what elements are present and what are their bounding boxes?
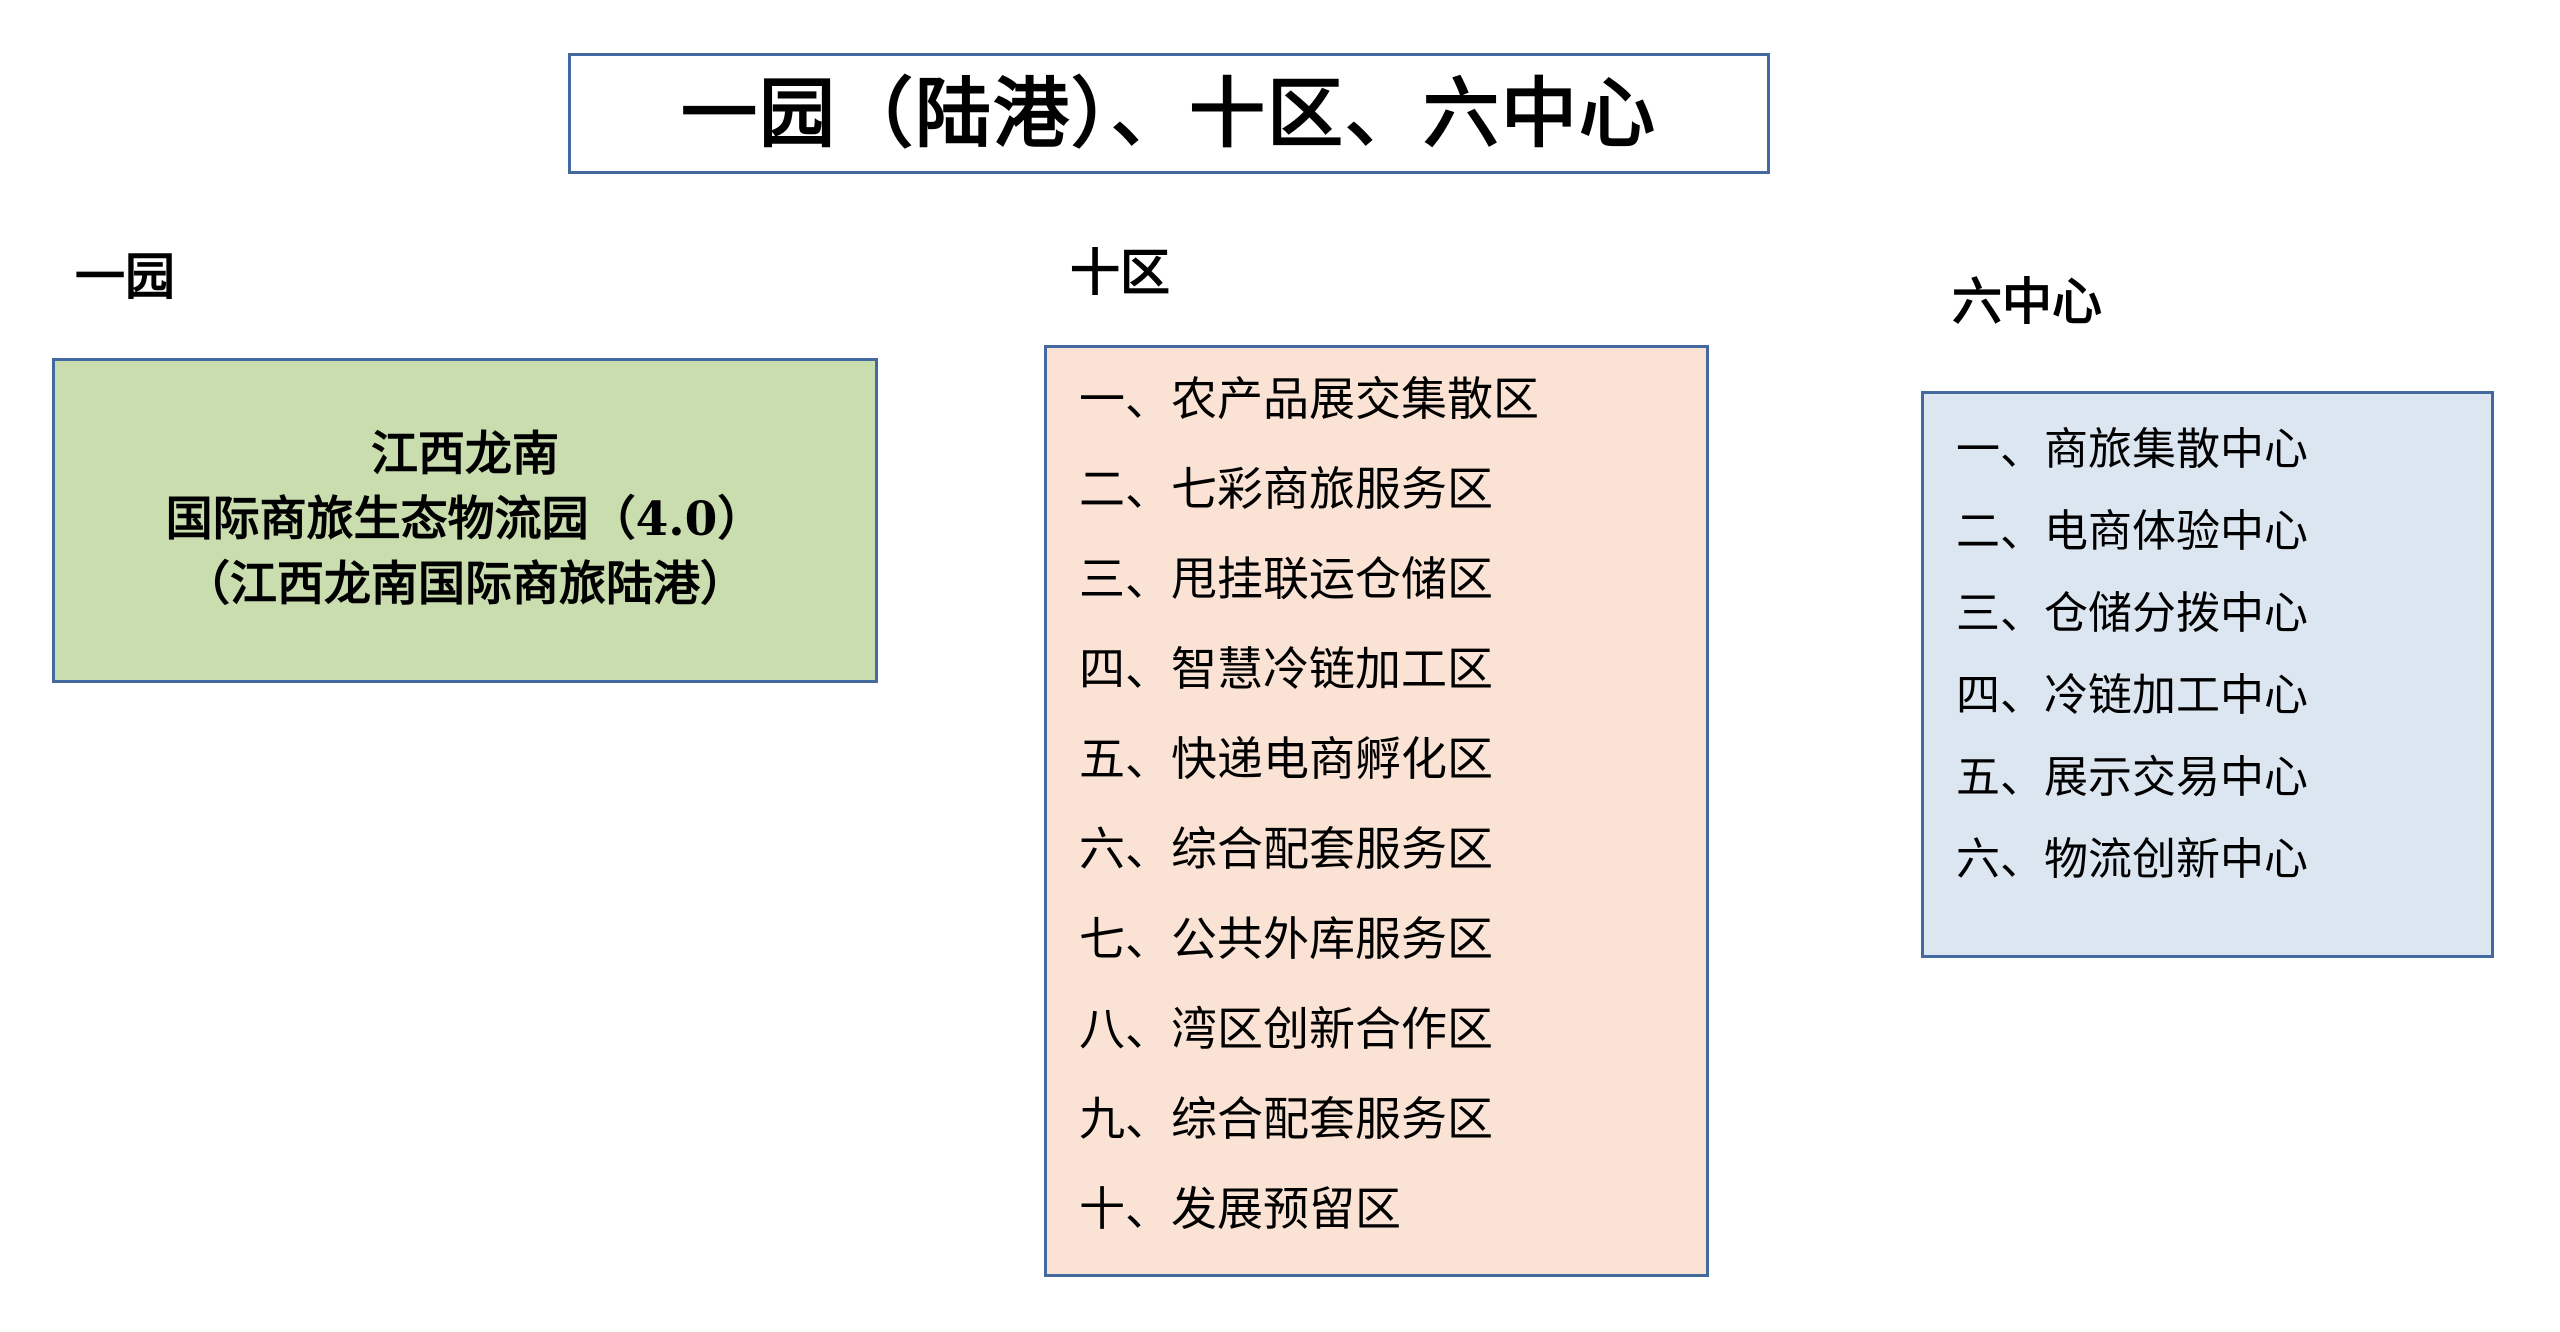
page-title: 一园（陆港）、十区、六中心 xyxy=(681,68,1657,158)
list-item: 一、商旅集散中心 xyxy=(1956,424,2308,475)
section-header-centers: 六中心 xyxy=(1952,272,2102,331)
list-item: 八、湾区创新合作区 xyxy=(1079,1002,1493,1056)
list-item: 十、发展预留区 xyxy=(1079,1182,1401,1236)
list-item: 九、综合配套服务区 xyxy=(1079,1092,1493,1146)
list-item: 二、七彩商旅服务区 xyxy=(1079,462,1493,516)
zones-panel: 一、农产品展交集散区 二、七彩商旅服务区 三、甩挂联运仓储区 四、智慧冷链加工区… xyxy=(1044,345,1709,1277)
list-item: 二、电商体验中心 xyxy=(1956,506,2308,557)
park-line-1: 江西龙南 xyxy=(371,427,559,483)
list-item: 四、智慧冷链加工区 xyxy=(1079,642,1493,696)
list-item: 三、甩挂联运仓储区 xyxy=(1079,552,1493,606)
list-item: 五、展示交易中心 xyxy=(1956,752,2308,803)
section-header-park: 一园 xyxy=(75,247,175,306)
section-header-zones: 十区 xyxy=(1070,243,1170,302)
park-line-2: 国际商旅生态物流园（4.0） xyxy=(165,492,765,548)
title-banner: 一园（陆港）、十区、六中心 xyxy=(568,53,1770,174)
list-item: 六、综合配套服务区 xyxy=(1079,822,1493,876)
list-item: 七、公共外库服务区 xyxy=(1079,912,1493,966)
list-item: 五、快递电商孵化区 xyxy=(1079,732,1493,786)
centers-panel: 一、商旅集散中心 二、电商体验中心 三、仓储分拨中心 四、冷链加工中心 五、展示… xyxy=(1921,391,2494,958)
list-item: 三、仓储分拨中心 xyxy=(1956,588,2308,639)
park-line-3: （江西龙南国际商旅陆港） xyxy=(183,556,747,612)
list-item: 四、冷链加工中心 xyxy=(1956,670,2308,721)
list-item: 六、物流创新中心 xyxy=(1956,834,2308,885)
park-panel: 江西龙南 国际商旅生态物流园（4.0） （江西龙南国际商旅陆港） xyxy=(52,358,878,683)
list-item: 一、农产品展交集散区 xyxy=(1079,372,1539,426)
